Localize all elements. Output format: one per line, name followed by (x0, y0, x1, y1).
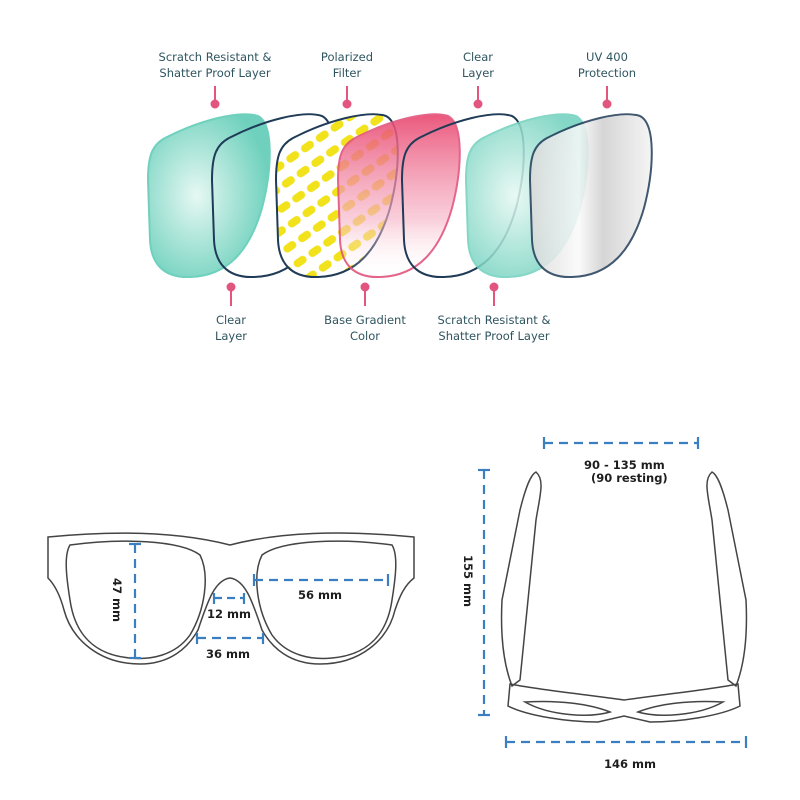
front-view-dimensions (129, 542, 390, 660)
lens-width-label: 56 mm (298, 588, 342, 602)
bridge-top-label: 12 mm (207, 607, 251, 621)
base-gradient-layer (337, 113, 461, 279)
label-line: Polarized (320, 50, 374, 64)
frame-width-label: 146 mm (604, 757, 656, 771)
label-line: Scratch Resistant & (437, 313, 551, 327)
label-scratch-resistant-bottom: Scratch Resistant & Shatter Proof Layer (414, 312, 574, 344)
label-line: Base Gradient (324, 313, 406, 327)
label-line: Color (349, 329, 381, 343)
temple-spread-note: (90 resting) (591, 471, 668, 485)
scratch-resistant-layer-front (147, 113, 271, 279)
label-scratch-resistant-top: Scratch Resistant & Shatter Proof Layer (135, 49, 295, 81)
bridge-bottom-label: 36 mm (206, 647, 250, 661)
uv400-layer (529, 113, 653, 279)
label-line: Clear (215, 313, 247, 327)
label-pointers (210, 86, 612, 306)
top-view-dimensions (478, 437, 748, 748)
label-line: Layer (461, 66, 495, 80)
front-view-glasses (47, 532, 415, 665)
label-line: Shatter Proof Layer (438, 329, 550, 343)
label-line: Shatter Proof Layer (159, 66, 271, 80)
label-line: Filter (332, 66, 362, 80)
temple-spread-label: 90 - 135 mm (584, 458, 665, 472)
label-line: UV 400 (586, 50, 628, 64)
temple-length-label: 155 mm (460, 555, 475, 607)
top-view-glasses (500, 471, 748, 723)
label-line: Scratch Resistant & (158, 50, 272, 64)
label-line: Clear (462, 50, 494, 64)
label-line: Layer (214, 329, 248, 343)
lens-height-label: 47 mm (109, 578, 124, 622)
label-line: Protection (577, 66, 637, 80)
